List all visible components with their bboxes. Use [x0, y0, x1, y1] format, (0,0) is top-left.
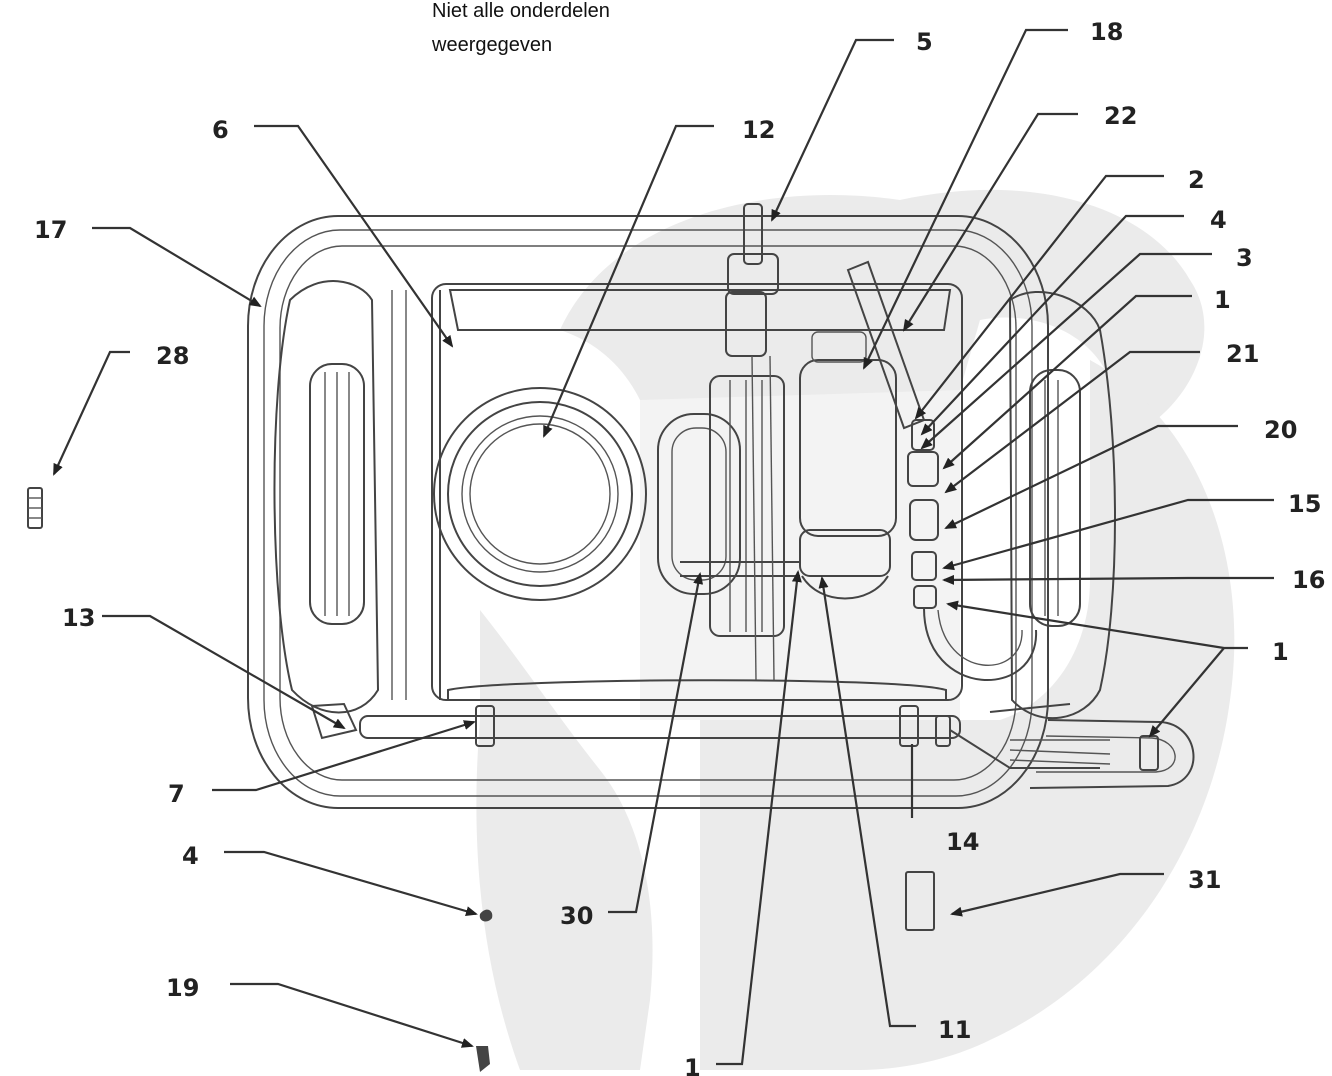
label-4-top: 4	[1210, 206, 1227, 234]
note-line-1: Niet alle onderdelen	[432, 0, 610, 22]
label-16: 16	[1292, 566, 1325, 594]
label-22: 22	[1104, 102, 1137, 130]
label-5: 5	[916, 28, 933, 56]
note-not-all-parts-shown: Niet alle onderdelen weergegeven	[432, 0, 610, 62]
valve-fittings	[907, 419, 1038, 682]
label-21: 21	[1226, 340, 1259, 368]
label-1-c: 1	[684, 1054, 701, 1076]
label-1-b: 1	[1272, 638, 1289, 666]
bottom-fittings	[310, 702, 1159, 771]
label-7: 7	[168, 780, 185, 808]
label-4-bottom: 4	[182, 842, 199, 870]
loose-parts	[27, 487, 935, 1072]
inner-frame	[359, 283, 963, 739]
label-17: 17	[34, 216, 67, 244]
label-6: 6	[212, 116, 229, 144]
part-19-clip	[476, 1046, 490, 1072]
note-line-2: weergegeven	[432, 34, 553, 56]
label-20: 20	[1264, 416, 1297, 444]
label-30: 30	[560, 902, 593, 930]
label-13: 13	[62, 604, 95, 632]
label-18: 18	[1090, 18, 1123, 46]
part-31-cartridge	[905, 871, 935, 931]
label-3: 3	[1236, 244, 1253, 272]
watermark-logo	[476, 189, 1235, 1070]
label-28: 28	[156, 342, 189, 370]
label-2: 2	[1188, 166, 1205, 194]
part-4-oring	[479, 909, 493, 922]
label-19: 19	[166, 974, 199, 1002]
label-15: 15	[1288, 490, 1321, 518]
label-1-a: 1	[1214, 286, 1231, 314]
spray-wand	[725, 203, 779, 681]
callouts: 17 6 12 5 18 22 2 4 3 1 21 20 15	[34, 18, 1325, 1076]
label-31: 31	[1188, 866, 1221, 894]
label-11: 11	[938, 1016, 971, 1044]
filter-ring	[433, 387, 647, 601]
hose-loop	[657, 375, 785, 637]
left-handle	[273, 280, 407, 714]
label-14: 14	[946, 828, 979, 856]
label-12: 12	[742, 116, 775, 144]
tank-body	[247, 215, 1195, 809]
